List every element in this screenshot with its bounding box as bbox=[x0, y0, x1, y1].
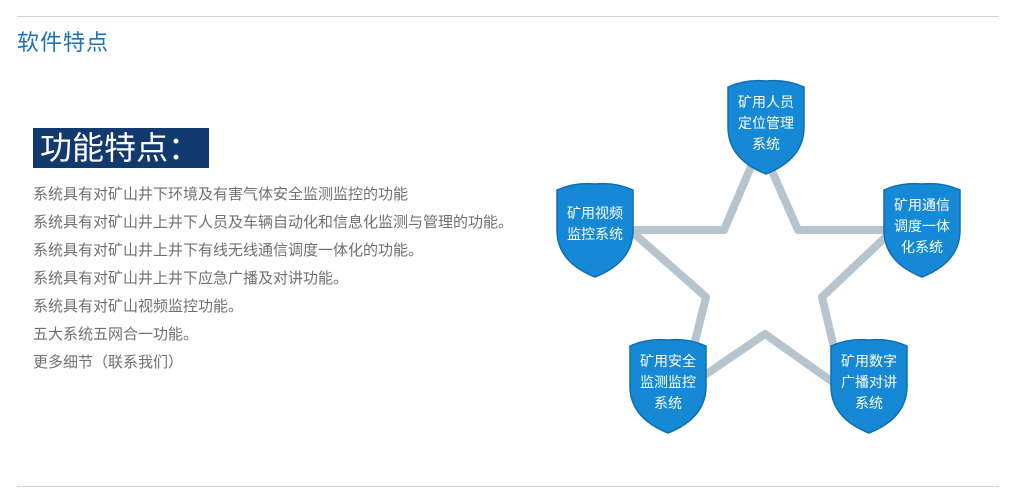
shield-personnel-positioning[interactable]: 矿用人员 定位管理 系统 bbox=[726, 79, 806, 175]
feature-item: 五大系统五网合一功能。 bbox=[33, 325, 199, 343]
shield-label: 矿用视频 监控系统 bbox=[567, 206, 623, 243]
feature-item: 系统具有对矿山井上井下人员及车辆自动化和信息化监测与管理的功能。 bbox=[33, 213, 514, 231]
shield-icon bbox=[556, 182, 634, 278]
shield-icon bbox=[727, 79, 805, 175]
shield-video-monitoring[interactable]: 矿用视频 监控系统 bbox=[555, 182, 635, 278]
feature-list: 系统具有对矿山井下环境及有害气体安全监测监控的功能 系统具有对矿山井上井下人员及… bbox=[33, 180, 513, 376]
star-outline bbox=[626, 160, 897, 394]
shield-communication-dispatch[interactable]: 矿用通信 调度一体 化系统 bbox=[882, 182, 962, 278]
bottom-divider bbox=[17, 486, 999, 487]
shield-label: 矿用人员 定位管理 系统 bbox=[738, 95, 794, 153]
shield-label: 矿用通信 调度一体 化系统 bbox=[894, 198, 950, 256]
contact-link[interactable]: 更多细节（联系我们） bbox=[33, 353, 184, 371]
features-heading: 功能特点： bbox=[33, 128, 210, 168]
shield-icon bbox=[883, 182, 961, 278]
feature-item: 系统具有对矿山视频监控功能。 bbox=[33, 297, 244, 315]
shield-safety-monitoring[interactable]: 矿用安全 监测监控 系统 bbox=[628, 338, 708, 434]
feature-item: 系统具有对矿山井上井下应急广播及对讲功能。 bbox=[33, 269, 349, 287]
shield-digital-broadcast[interactable]: 矿用数字 广播对讲 系统 bbox=[829, 338, 909, 434]
shield-label: 矿用安全 监测监控 系统 bbox=[640, 354, 696, 412]
shield-icon bbox=[830, 338, 908, 434]
feature-item: 系统具有对矿山井上井下有线无线通信调度一体化的功能。 bbox=[33, 241, 424, 259]
section-title: 软件特点 bbox=[17, 31, 110, 56]
top-divider bbox=[17, 16, 999, 17]
shield-label: 矿用数字 广播对讲 系统 bbox=[841, 354, 897, 412]
feature-item: 系统具有对矿山井下环境及有害气体安全监测监控的功能 bbox=[33, 185, 409, 203]
shield-icon bbox=[629, 338, 707, 434]
system-star-diagram: 矿用人员 定位管理 系统 矿用视频 监控系统 矿用通信 调度一体 化系统 矿用安… bbox=[548, 72, 978, 452]
